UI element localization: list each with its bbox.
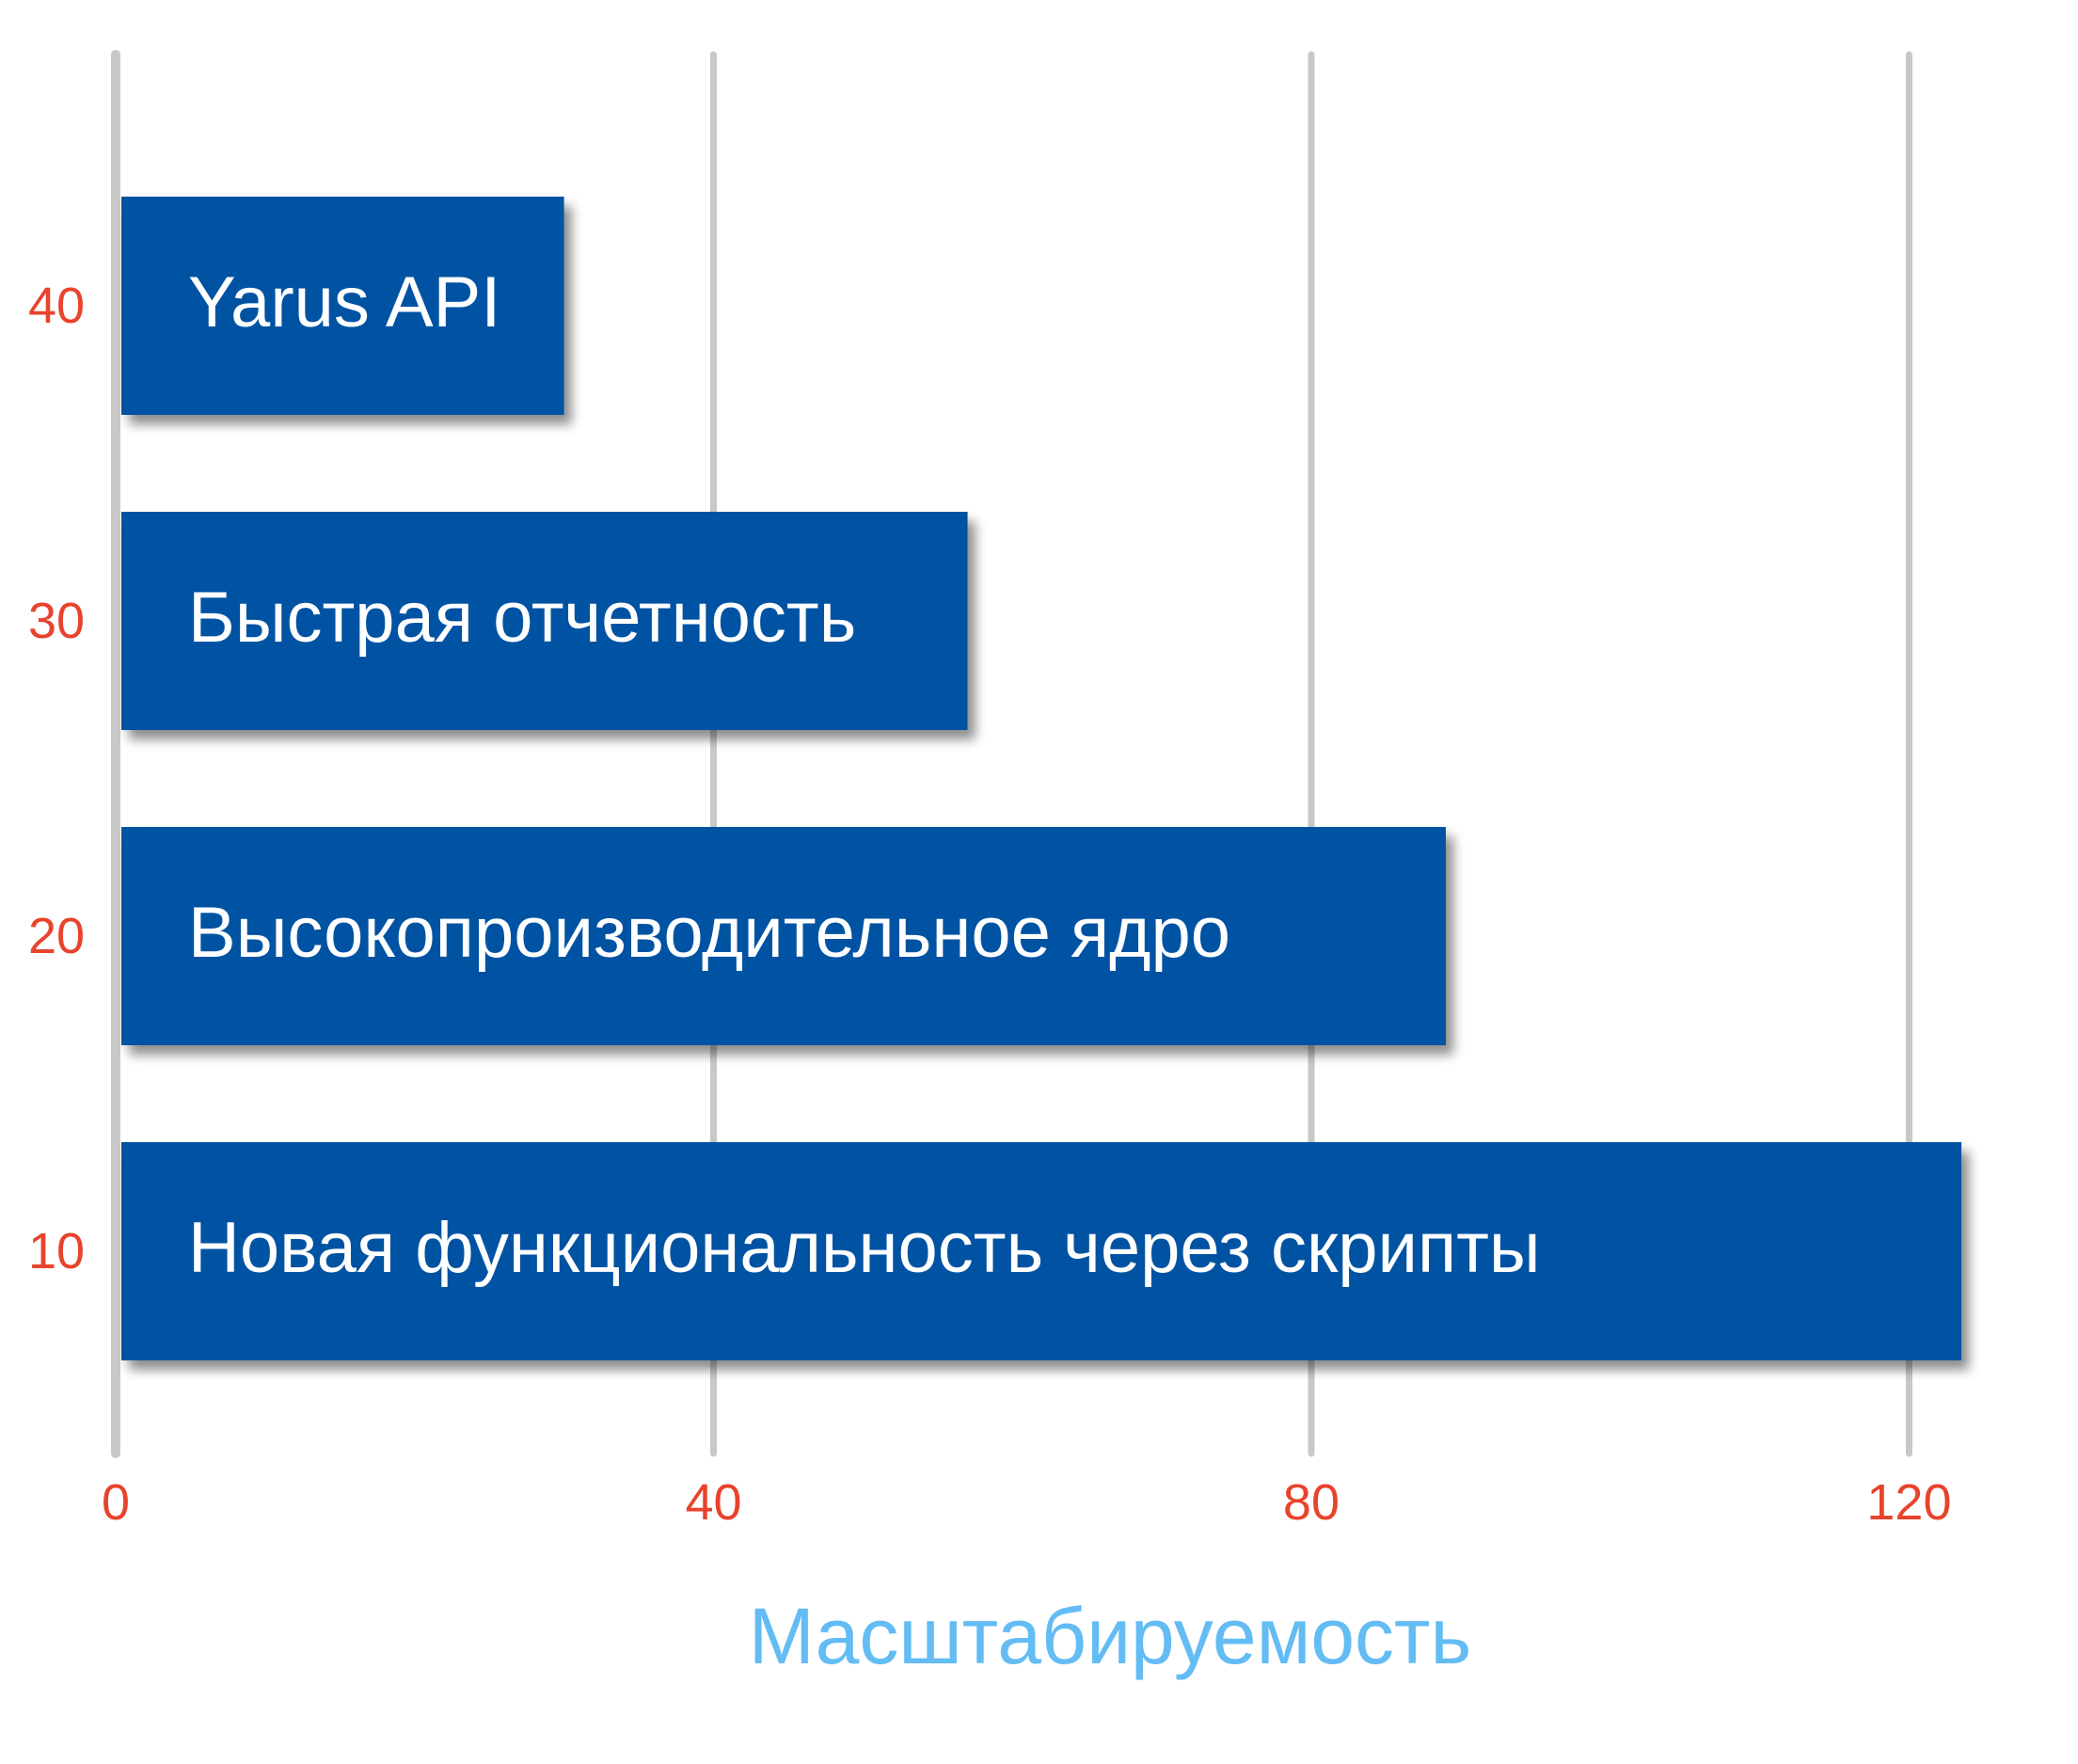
x-tick-label-80: 80	[1283, 1474, 1340, 1531]
y-axis-ticks: 10 20 30 40	[28, 278, 85, 1279]
y-tick-label-20: 20	[28, 908, 85, 964]
y-tick-label-10: 10	[28, 1223, 85, 1279]
bar-20	[121, 827, 1446, 1045]
x-tick-label-0: 0	[102, 1474, 130, 1531]
bar-label-10: Новая функциональность через скрипты	[188, 1208, 1541, 1288]
bar-40	[121, 197, 564, 415]
bar-label-30: Быстрая отчетность	[188, 578, 856, 658]
bar-label-20: Высокопроизводительное ядро	[188, 893, 1230, 973]
x-tick-label-40: 40	[685, 1474, 741, 1531]
y-tick-label-40: 40	[28, 278, 85, 334]
bar-label-40: Yarus API	[188, 262, 500, 342]
x-axis-ticks: 0 40 80 120	[102, 1474, 1952, 1531]
y-tick-label-30: 30	[28, 593, 85, 649]
x-axis-title: Масштабируемость	[749, 1592, 1472, 1680]
bar-30	[121, 512, 968, 730]
bar-10	[121, 1142, 1962, 1360]
bars: Yarus API Быстрая отчетностьВысокопроизво…	[121, 197, 1962, 1360]
x-tick-label-120: 120	[1866, 1474, 1951, 1531]
